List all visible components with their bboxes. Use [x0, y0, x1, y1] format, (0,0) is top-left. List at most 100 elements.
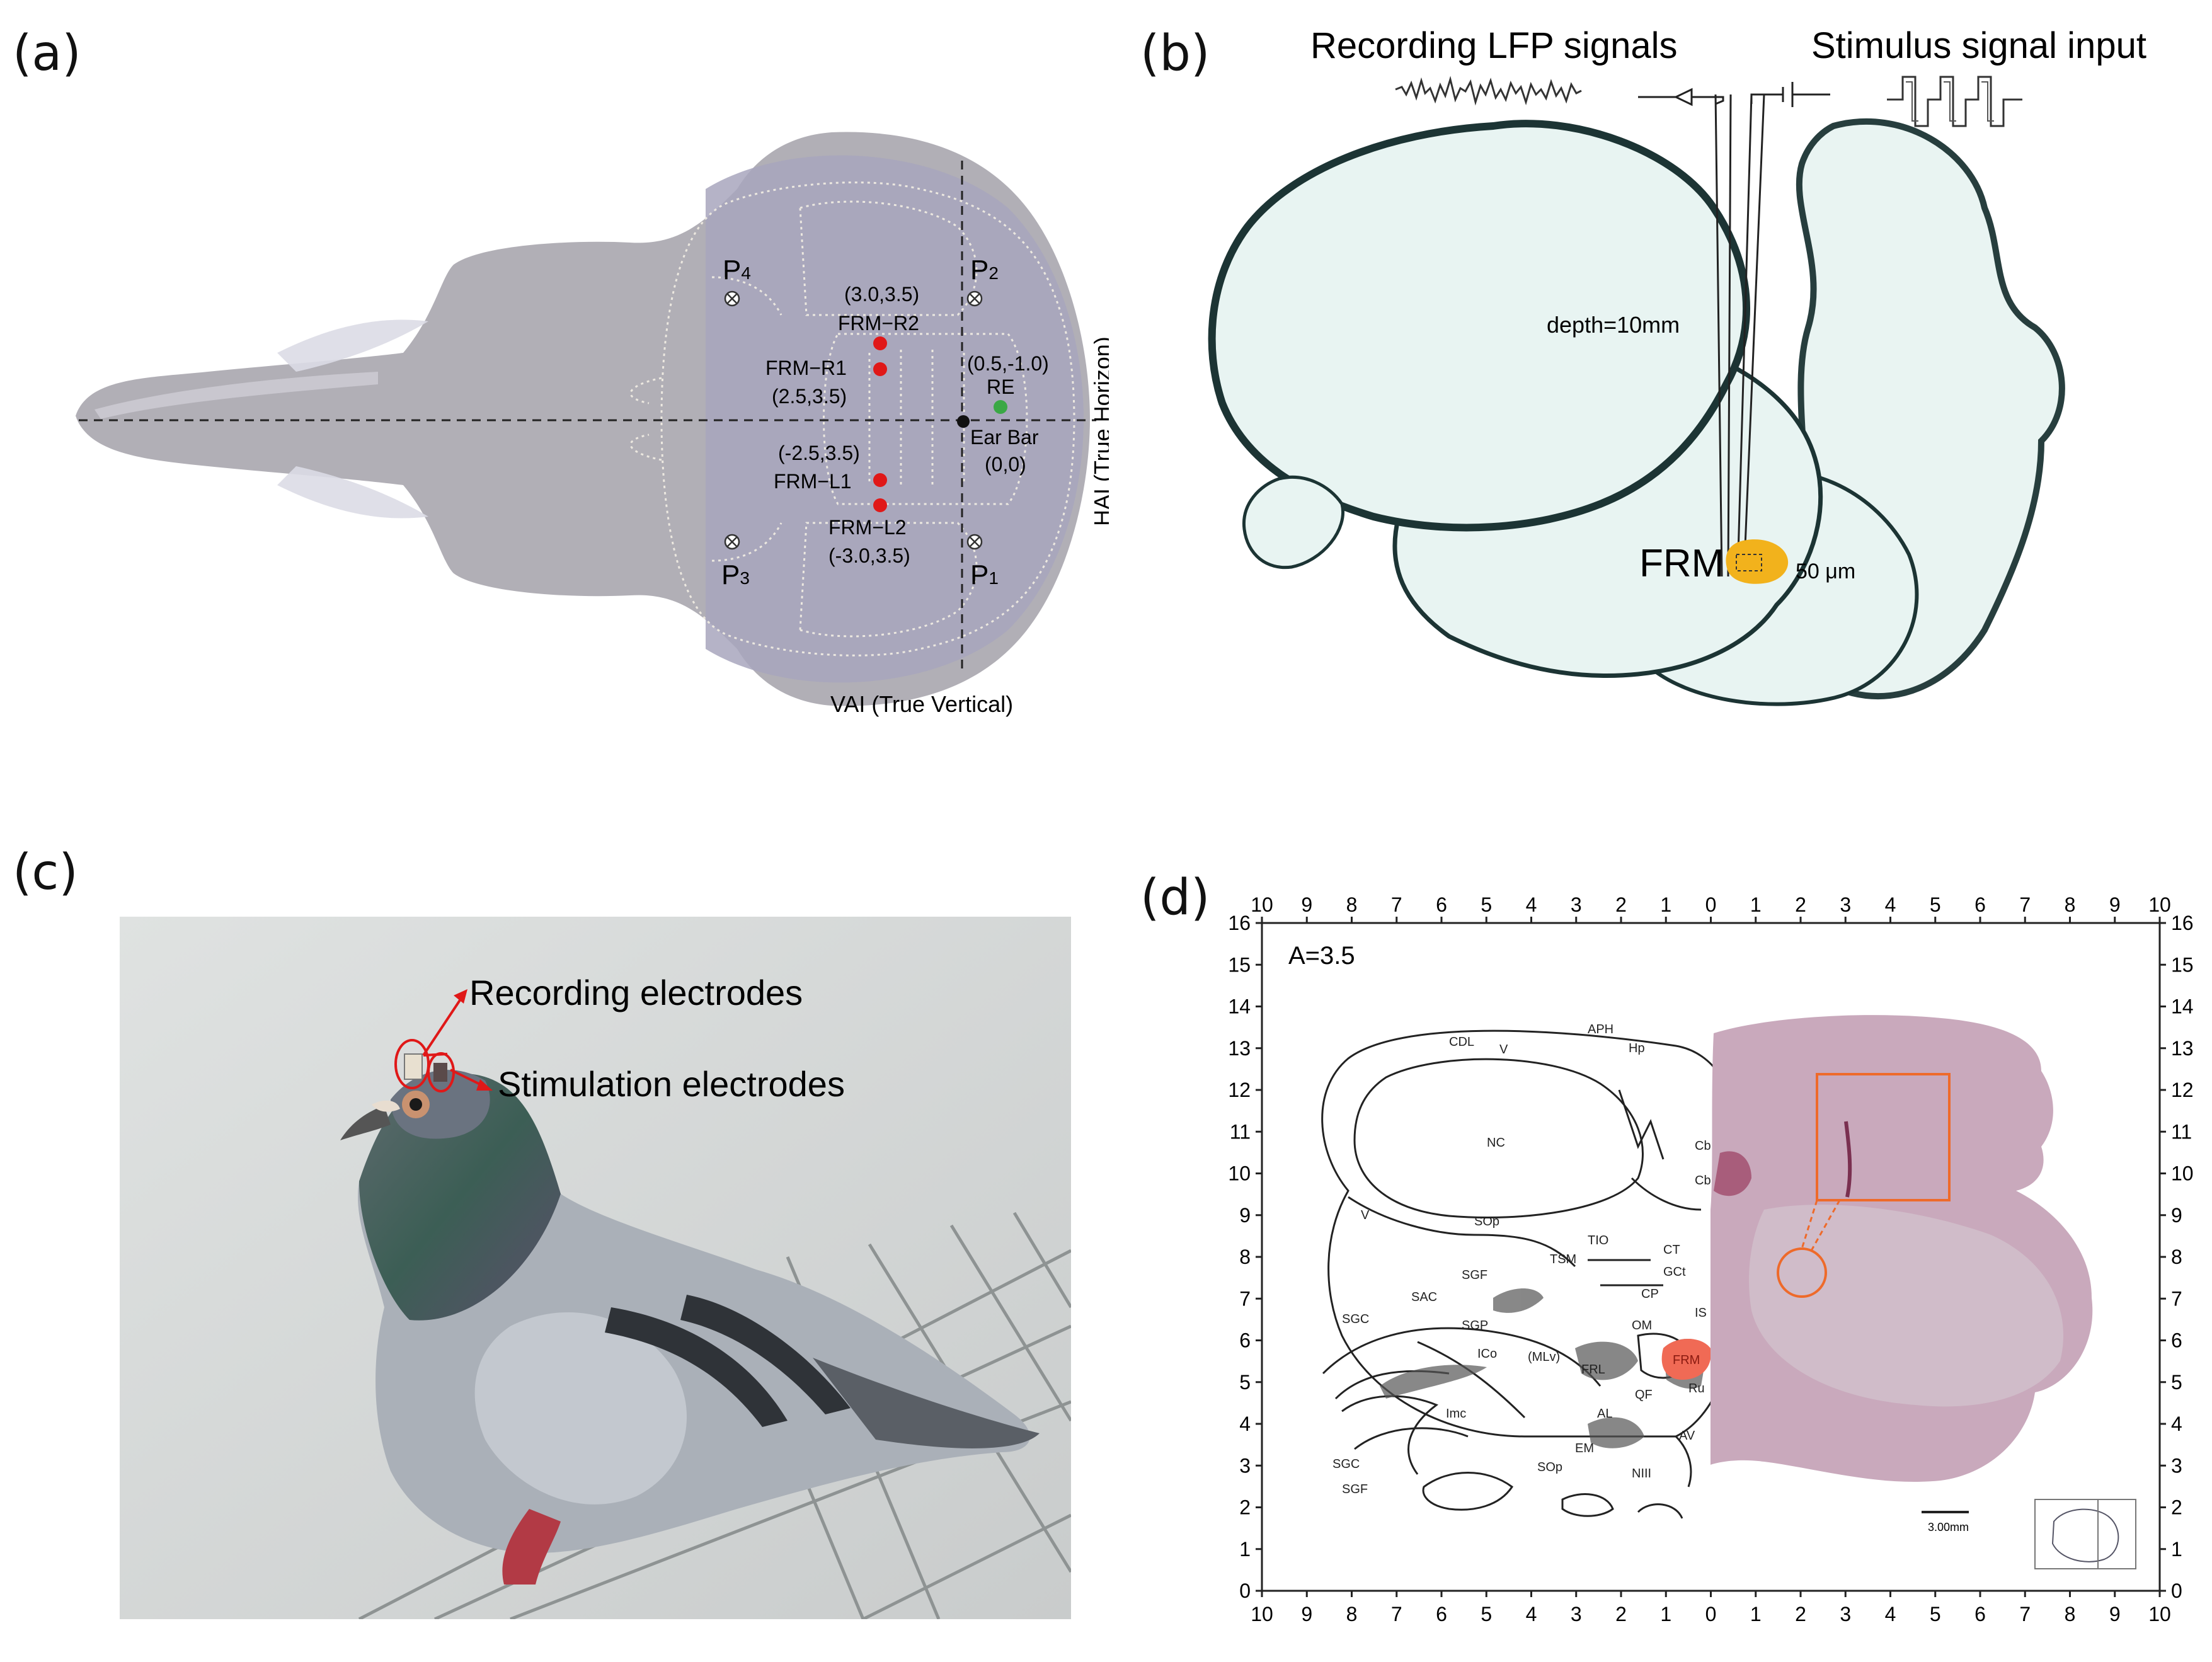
- atlas-left-tick-label: 5: [1239, 1371, 1251, 1394]
- p2-label: P2: [970, 255, 999, 285]
- region-label-sac: SAC: [1411, 1290, 1437, 1304]
- region-label-sgc-top: SGC: [1342, 1312, 1369, 1326]
- atlas-top-tick-label: 4: [1885, 893, 1896, 916]
- atlas-left-tick-label: 8: [1239, 1246, 1251, 1268]
- atlas-bottom-tick-label: 6: [1974, 1603, 1986, 1625]
- region-label-em: EM: [1575, 1441, 1594, 1455]
- recording-electrodes-label: Recording electrodes: [469, 973, 803, 1012]
- atlas-right-tick-label: 5: [2171, 1371, 2182, 1394]
- atlas-left-tick-label: 2: [1239, 1496, 1251, 1519]
- region-label-sgf-top: SGF: [1462, 1268, 1487, 1282]
- panel-d-label: (d): [1140, 869, 1210, 926]
- stimulation-arrow-head: [476, 1079, 493, 1091]
- inset-thumbnail: [2034, 1499, 2136, 1569]
- region-label-cb-2: Cb: [1695, 1174, 1711, 1188]
- region-label-is: IS: [1695, 1306, 1707, 1320]
- panel-c-pigeon-photo: Recording electrodes Stimulation electro…: [120, 917, 1071, 1619]
- atlas-right-tick-label: 6: [2171, 1329, 2182, 1352]
- atlas-top-tick-label: 9: [1301, 893, 1312, 916]
- atlas-left-tick-label: 9: [1239, 1204, 1251, 1227]
- atlas-left-tick-label: 13: [1228, 1037, 1251, 1060]
- atlas-region-labels: APH CDL V Hp NC Cb Cb SOp CT TIO TSM SGF…: [1332, 1023, 1711, 1496]
- atlas-bottom-tick-label: 3: [1571, 1603, 1582, 1625]
- section-label: A=3.5: [1288, 942, 1355, 970]
- site-frm-l1: [873, 473, 887, 487]
- region-label-av: AV: [1679, 1429, 1695, 1443]
- region-label-al: AL: [1597, 1407, 1612, 1421]
- pigeon: [340, 1070, 1040, 1585]
- region-label-tsm: TSM: [1550, 1252, 1576, 1266]
- region-label-ico: ICo: [1477, 1347, 1497, 1361]
- atlas-top-tick-label: 5: [1930, 893, 1941, 916]
- recording-arrow: [423, 1053, 448, 1057]
- atlas-right-tick-label: 2: [2171, 1496, 2182, 1519]
- panel-a-label: (a): [13, 25, 81, 82]
- p1-label: P1: [970, 559, 999, 590]
- atlas-left-tick-label: 15: [1228, 953, 1251, 976]
- region-label-cp: CP: [1641, 1287, 1659, 1301]
- recording-lfp-title: Recording LFP signals: [1310, 25, 1677, 66]
- atlas-left-tick-label: 11: [1230, 1120, 1251, 1143]
- depth-label: depth=10mm: [1547, 312, 1680, 338]
- region-label-hp: Hp: [1629, 1041, 1645, 1055]
- frm-l2-name: FRM−L2: [828, 516, 907, 539]
- region-label-aph: APH: [1588, 1023, 1613, 1036]
- atlas-bottom-tick-label: 7: [2019, 1603, 2031, 1625]
- atlas-left-tick-label: 7: [1239, 1287, 1251, 1310]
- re-name: RE: [987, 375, 1014, 398]
- atlas-top-tick-label: 2: [1615, 893, 1627, 916]
- frm-l1-coord: (-2.5,3.5): [778, 442, 860, 464]
- atlas-right-tick-label: 9: [2171, 1204, 2182, 1227]
- panel-b-label: (b): [1140, 25, 1210, 82]
- roi-connector-2: [1810, 1200, 1841, 1251]
- lfp-trace: [1395, 76, 1582, 106]
- region-label-sgc-bottom: SGC: [1332, 1457, 1360, 1471]
- atlas-left-tick-label: 12: [1228, 1079, 1251, 1101]
- brain-model: [1208, 118, 2065, 706]
- recording-electrode-block: [404, 1053, 423, 1080]
- site-re: [994, 400, 1007, 414]
- region-label-sop-bottom: SOp: [1537, 1460, 1562, 1474]
- frm-r1-coord: (2.5,3.5): [772, 385, 847, 408]
- stimulation-electrodes-label: Stimulation electrodes: [498, 1064, 845, 1104]
- frm-size-label: 50 μm: [1796, 559, 1855, 583]
- roi-circle: [1777, 1247, 1827, 1298]
- atlas-top-tick-label: 8: [1346, 893, 1358, 916]
- atlas-left-tick-label: 1: [1239, 1538, 1251, 1561]
- region-label-mlv: (MLv): [1528, 1350, 1560, 1364]
- histology-section: [1711, 1015, 2093, 1482]
- atlas-bottom-tick-label: 9: [2109, 1603, 2121, 1625]
- atlas-bottom-tick-label: 10: [1251, 1603, 1273, 1625]
- atlas-top-tick-label: 0: [1705, 893, 1717, 916]
- atlas-right-tick-label: 7: [2171, 1287, 2182, 1310]
- atlas-bottom-tick-label: 4: [1526, 1603, 1537, 1625]
- atlas-right-tick-label: 16: [2171, 912, 2194, 934]
- atlas-frm-region: [1661, 1339, 1711, 1380]
- atlas-bottom-tick-label: 4: [1885, 1603, 1896, 1625]
- atlas-left-tick-label: 6: [1239, 1329, 1251, 1352]
- atlas-bottom-tick-label: 1: [1660, 1603, 1671, 1625]
- stimulus-source-line: [1750, 82, 1830, 107]
- reference-point-p1: [966, 534, 983, 550]
- atlas-left-tick-label: 3: [1239, 1454, 1251, 1477]
- atlas-right-tick-label: 4: [2171, 1413, 2182, 1435]
- panel-a-skull-figure: P4 P2 P3 P1 (3.0,3.5) FRM−R2 FRM−R1 (2.5…: [76, 132, 1109, 717]
- site-frm-l2: [873, 498, 887, 512]
- region-label-gct: GCt: [1663, 1265, 1686, 1279]
- region-label-v-top: V: [1499, 1043, 1508, 1057]
- atlas-bottom-tick-label: 0: [1705, 1603, 1717, 1625]
- region-label-cb-1: Cb: [1695, 1139, 1711, 1153]
- frm-target-region: [1726, 539, 1789, 584]
- atlas-top-tick-label: 1: [1750, 893, 1762, 916]
- atlas-bottom-tick-label: 1: [1750, 1603, 1762, 1625]
- ear-bar-coord: (0,0): [985, 453, 1026, 476]
- atlas-left-tick-label: 0: [1239, 1579, 1251, 1602]
- atlas-bottom-tick-label: 10: [2148, 1603, 2171, 1625]
- atlas-left-tick-label: 16: [1228, 912, 1251, 934]
- frm-label: FRM: [1639, 542, 1724, 585]
- region-label-ct: CT: [1663, 1243, 1680, 1257]
